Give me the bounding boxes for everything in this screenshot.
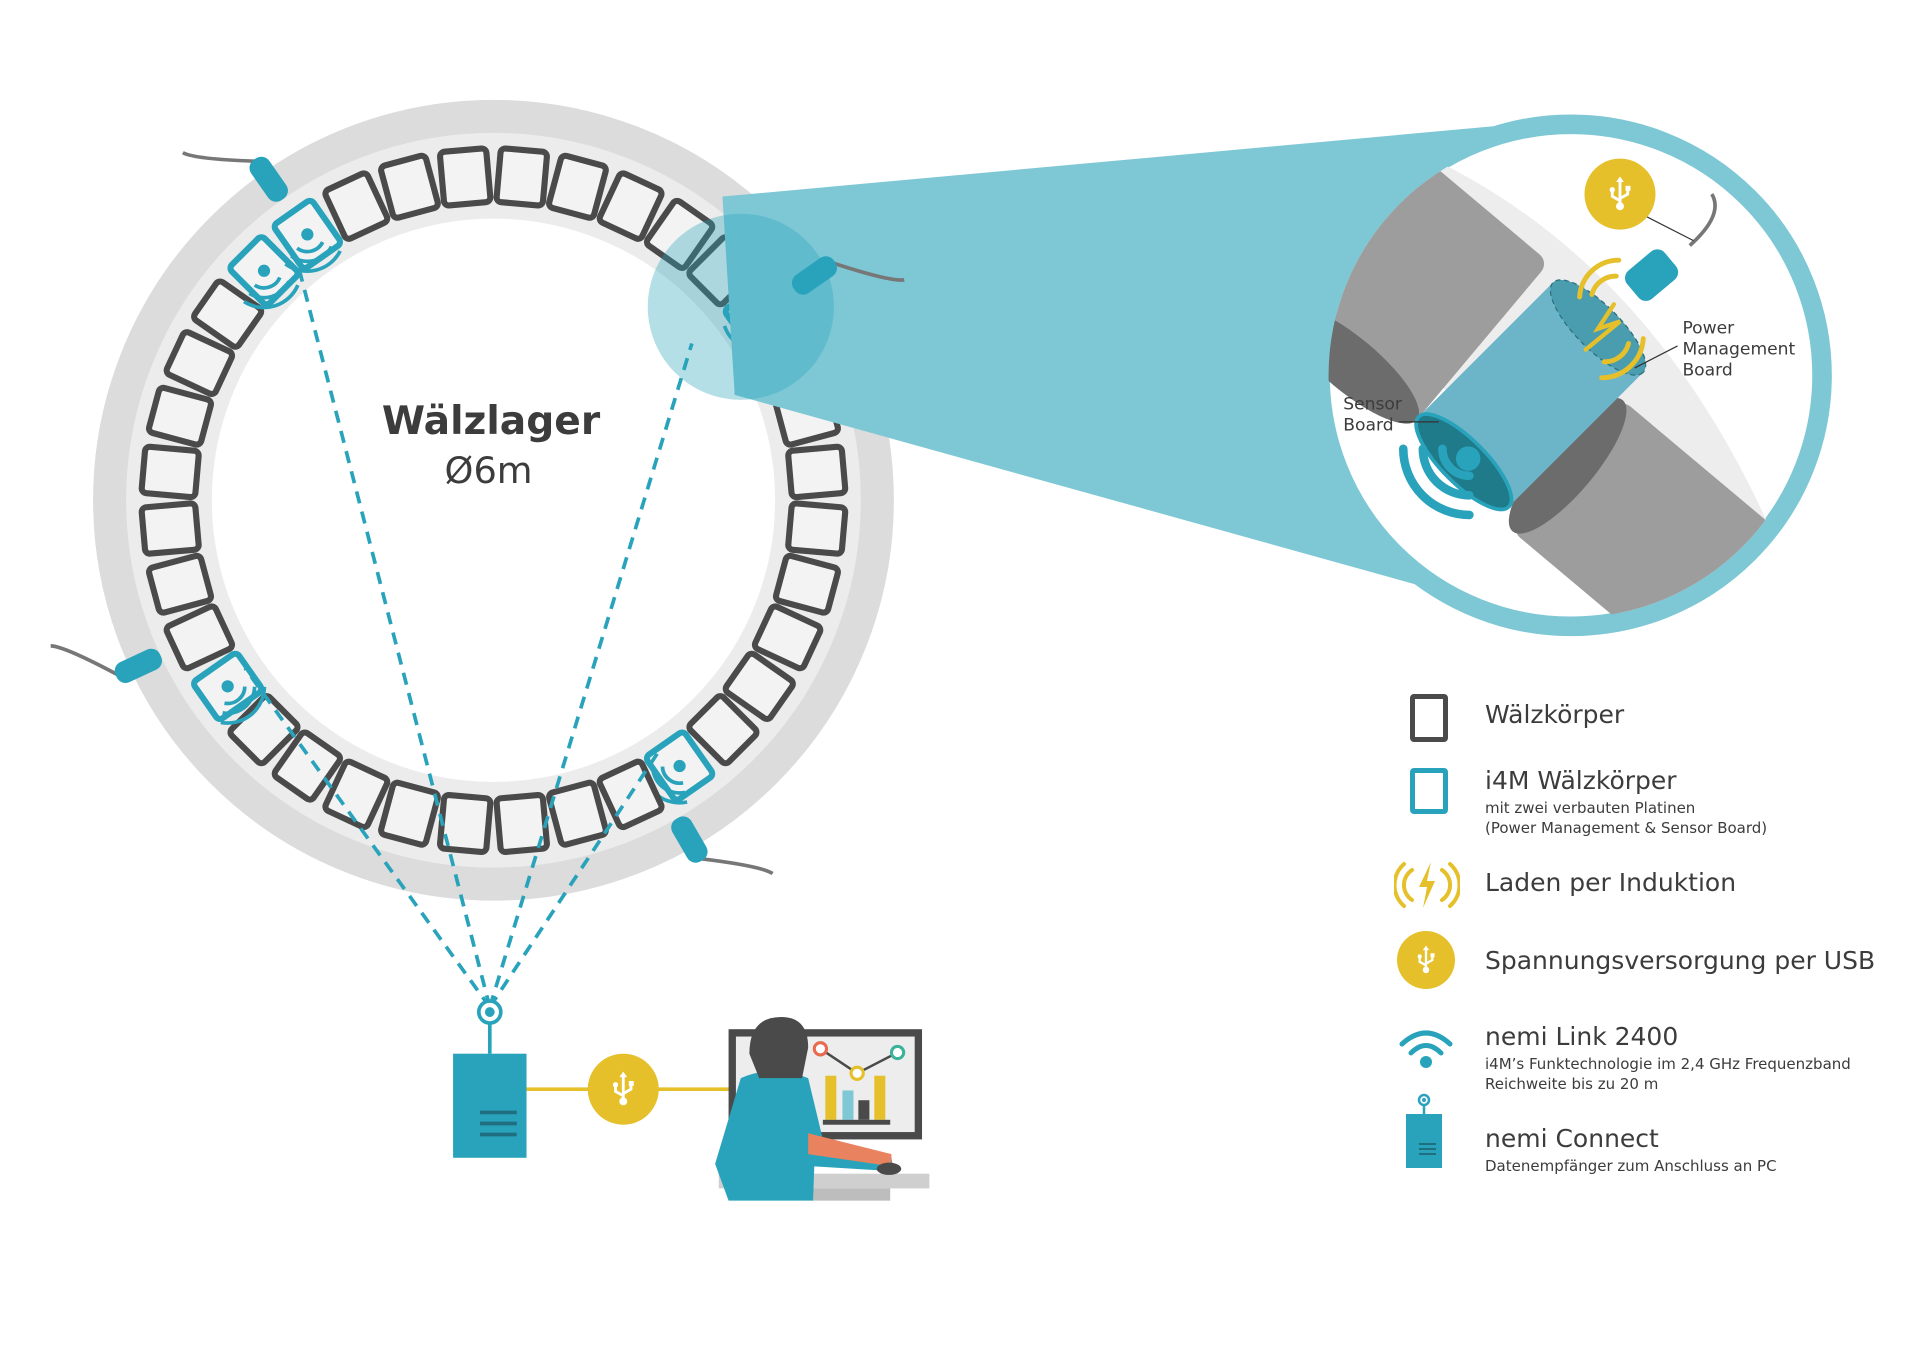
zoom-usb-icon: [1584, 158, 1656, 230]
probe: [50, 644, 162, 683]
legend-sub: i4M’s Funktechnologie im 2,4 GHz Frequen…: [1485, 1055, 1851, 1073]
roller: [785, 443, 849, 501]
usb-icon: [1397, 931, 1455, 989]
legend-sub: mit zwei verbauten Platinen: [1485, 799, 1696, 817]
legend-title: Spannungsversorgung per USB: [1485, 946, 1876, 975]
roller: [546, 779, 609, 848]
roller: [191, 278, 265, 350]
roller: [227, 693, 301, 767]
sensor-dot: [673, 759, 686, 773]
roller: [751, 603, 824, 672]
roller: [378, 152, 441, 221]
svg-text:Management: Management: [1682, 340, 1795, 360]
roller: [145, 384, 215, 448]
radio-links: [243, 272, 694, 1009]
svg-text:Board: Board: [1682, 360, 1732, 380]
roller: [722, 650, 796, 722]
legend-sub: Reichweite bis zu 20 m: [1485, 1075, 1659, 1093]
magnifier: Power Management Board Sensor Board: [647, 114, 1832, 637]
svg-text:Board: Board: [1343, 415, 1393, 435]
svg-text:Sensor: Sensor: [1343, 395, 1403, 415]
i4m-roller-icon: [1410, 768, 1448, 814]
roller: [772, 552, 841, 616]
roller: [138, 443, 202, 501]
roller-icon: [1410, 694, 1448, 742]
roller: [643, 197, 716, 271]
roller: [322, 170, 391, 242]
roller: [163, 603, 236, 672]
roller: [493, 145, 550, 209]
usb-icon: [587, 1053, 659, 1125]
legend-item-roller: Wälzkörper: [1390, 680, 1910, 742]
receiver-icon: [1406, 1093, 1442, 1168]
legend-title: Laden per Induktion: [1485, 868, 1737, 897]
sensor-dot: [221, 680, 234, 693]
sensor-dot: [257, 264, 271, 277]
probes: [50, 151, 905, 876]
legend-sub: (Power Management & Sensor Board): [1485, 819, 1768, 837]
probe: [671, 816, 774, 876]
legend-title: nemi Link 2400: [1485, 1022, 1679, 1051]
zoom-wifi-icon: [1398, 444, 1474, 520]
zoom-probe: [1625, 249, 1679, 301]
legend-title: Wälzkörper: [1485, 700, 1625, 729]
probe: [181, 151, 288, 202]
pc-workstation: [715, 1016, 930, 1201]
roller: [145, 552, 215, 616]
legend-title: nemi Connect: [1485, 1124, 1659, 1153]
roller: [686, 693, 760, 767]
zoom-induction-icon: [1577, 257, 1646, 381]
roller: [163, 329, 236, 398]
sensor-dot: [301, 228, 314, 241]
bearing-diameter: Ø6m: [445, 449, 533, 492]
sensor-board-label: Sensor Board: [1343, 395, 1403, 436]
wifi-icon: [284, 241, 342, 273]
legend-title: i4M Wälzkörper: [1485, 766, 1677, 795]
zoom-roller-top: [1328, 157, 1545, 424]
roller: [596, 170, 665, 242]
power-board-label: Power Management Board: [1682, 319, 1795, 381]
wifi-icon: [243, 276, 300, 310]
roller: [378, 779, 441, 848]
roller: [322, 758, 391, 831]
wifi-icon: [1399, 1030, 1453, 1068]
svg-text:Power: Power: [1682, 319, 1735, 339]
induction-icon: [1394, 862, 1460, 908]
bearing-title: Wälzlager: [382, 399, 601, 444]
roller: [785, 500, 849, 557]
probe: [791, 256, 905, 295]
legend-sub: Datenempfänger zum Anschluss an PC: [1485, 1157, 1777, 1175]
roller: [546, 152, 609, 221]
roller: [437, 145, 494, 209]
nemi-connect-receiver: [453, 999, 527, 1158]
roller: [138, 500, 202, 557]
